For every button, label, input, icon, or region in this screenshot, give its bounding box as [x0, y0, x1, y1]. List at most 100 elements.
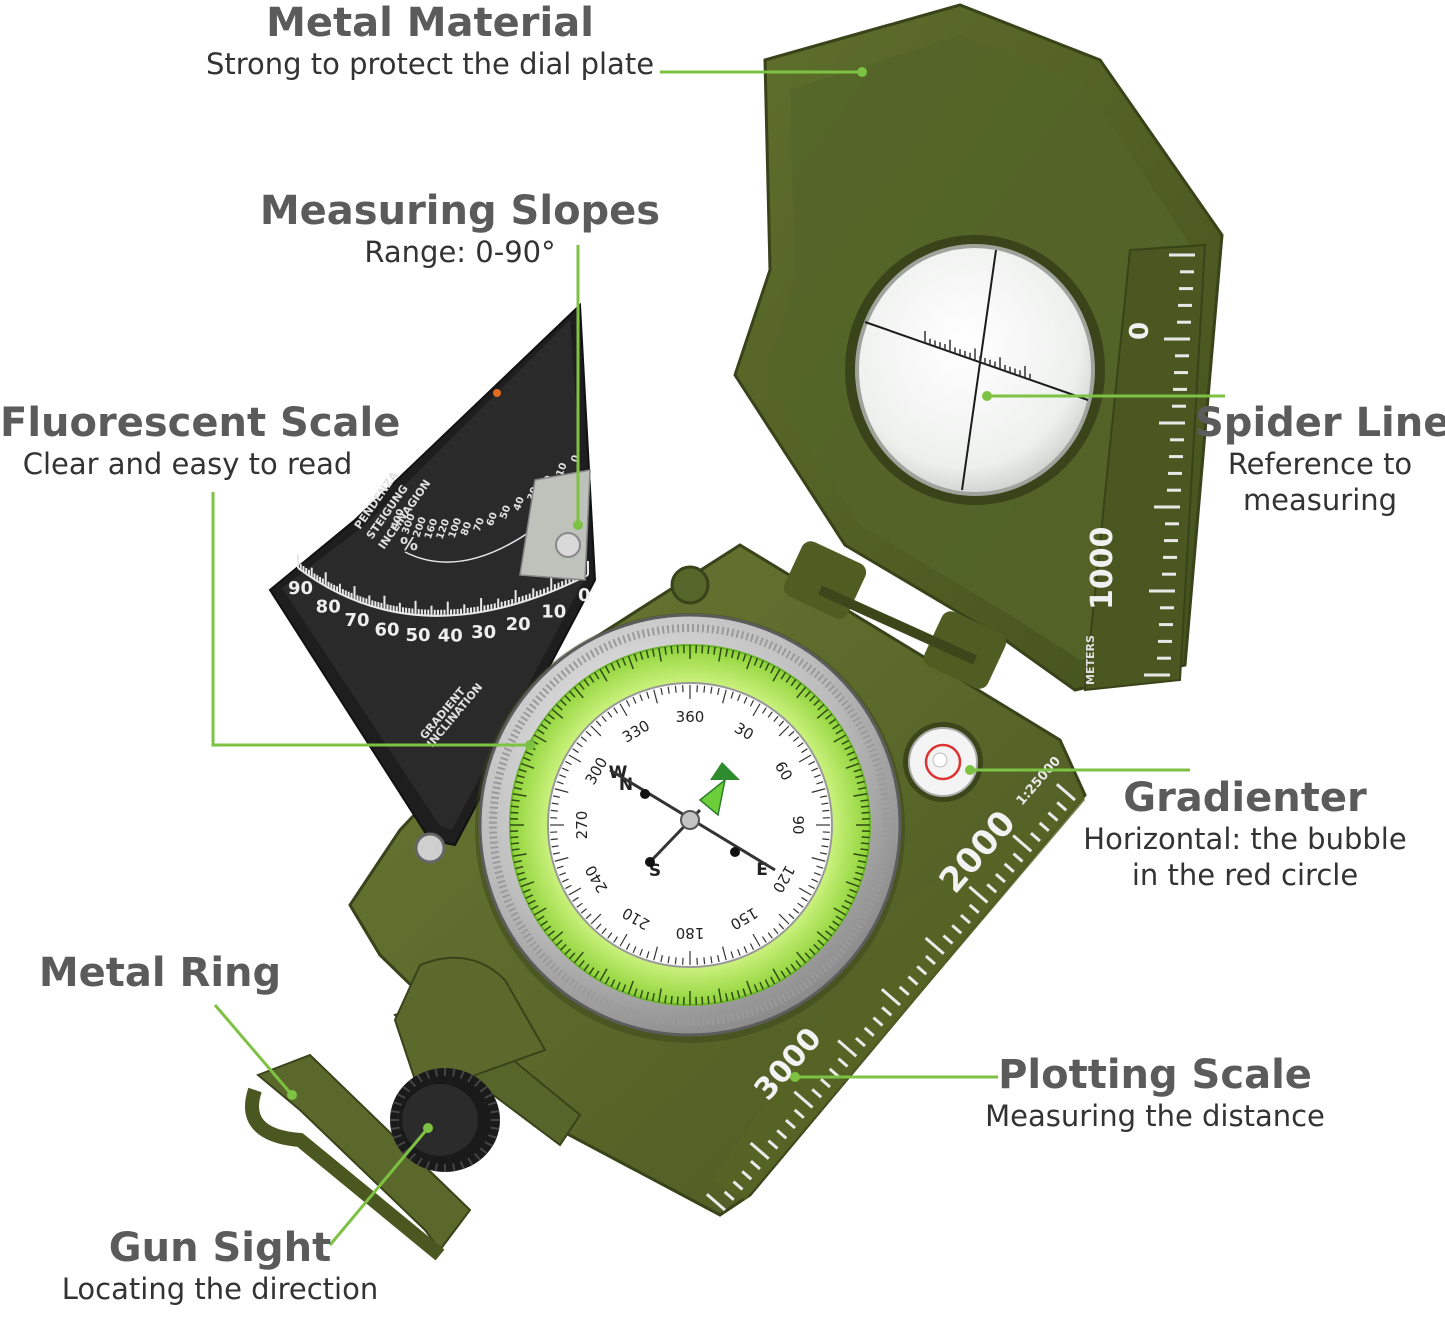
knurl-ridge: [459, 1070, 465, 1080]
callout-description: Range: 0-90°: [364, 235, 556, 269]
fluorescent-ring-tick: [536, 728, 545, 735]
fluorescent-ring-tick: [796, 951, 807, 964]
dial-face-tick: [568, 754, 582, 763]
fluorescent-ring-tick: [785, 675, 792, 683]
fluorescent-ring-tick: [547, 713, 555, 720]
clinometer-number: 60: [374, 620, 399, 641]
dial-face-tick: [619, 703, 628, 717]
dial-face-tick: [561, 767, 569, 772]
callout-title: Measuring Slopes: [259, 188, 661, 234]
fluorescent-ring-tick: [772, 968, 781, 982]
compass-lid: 0 1000 METERS: [733, 3, 1224, 692]
fluorescent-ring-tick: [861, 811, 870, 814]
dial-face-tick: [550, 809, 558, 812]
callout-description-line2: measuring: [1242, 483, 1398, 517]
dial-face-tick: [811, 767, 819, 772]
dial-face-tick: [792, 908, 800, 914]
dial-face-tick: [595, 720, 602, 727]
plotting-scale-tick: [784, 1118, 796, 1130]
fluorescent-ring-tick: [856, 780, 865, 785]
fluorescent-ring-tick: [855, 871, 864, 876]
dial-face-tick: [580, 736, 588, 742]
fluorescent-ring-tick: [759, 981, 764, 990]
plotting-scale-tick: [924, 954, 936, 966]
plotting-scale-tick: [1047, 811, 1059, 822]
fluorescent-ring-tick: [588, 967, 595, 975]
knurl-ridge: [487, 1101, 497, 1106]
plotting-scale-tick: [907, 975, 919, 986]
fluorescent-ring-tick: [645, 991, 650, 1000]
dial-face-tick: [601, 715, 607, 723]
knurl-ridge: [408, 1079, 417, 1087]
fluorescent-ring-tick: [841, 739, 850, 745]
dial-face-tick: [703, 957, 706, 965]
knurl-ridge: [473, 1153, 482, 1161]
fluorescent-ring-tick: [713, 646, 716, 655]
knurl-ridge: [402, 1085, 411, 1093]
knurl-ridge: [479, 1147, 488, 1155]
plotting-scale-tick: [1003, 862, 1015, 873]
fluorescent-ring-tick: [564, 948, 572, 956]
fluorescent-ring-tick: [559, 699, 567, 707]
fluorescent-ring-tick: [588, 675, 595, 683]
dial-face-number: 270: [573, 811, 591, 840]
fluorescent-ring-tick: [753, 984, 759, 993]
fluorescent-ring-tick: [860, 805, 870, 808]
fluorescent-ring-tick: [516, 774, 525, 779]
dial-face-tick: [821, 802, 829, 805]
fluorescent-ring-tick: [856, 865, 865, 870]
dial-face-number: 360: [676, 708, 705, 726]
sighting-arm: [245, 956, 582, 1261]
fluorescent-ring-tick: [645, 650, 650, 659]
callout-gradienter: Gradienter Horizontal: the bubble in the…: [1065, 775, 1425, 893]
dial-letter: N: [619, 775, 633, 795]
dial-face-tick: [710, 686, 713, 694]
callout-title: Gradienter: [1123, 775, 1367, 821]
fluorescent-ring-tick: [664, 646, 667, 655]
fluorescent-ring-tick: [512, 853, 527, 857]
fluorescent-ring-tick: [817, 703, 825, 711]
callout-title: Fluorescent Scale: [0, 400, 401, 446]
fluorescent-ring-tick: [610, 662, 616, 671]
knurl-ridge: [484, 1093, 494, 1099]
clinometer-number: 0: [578, 585, 591, 606]
knurl-ridge: [425, 1160, 431, 1170]
plotting-scale-tick: [916, 965, 928, 976]
plotting-scale-tick: [951, 924, 963, 935]
fluorescent-ring-tick: [515, 780, 524, 785]
dial-face-tick: [717, 687, 720, 696]
leader-dots: [423, 67, 992, 1133]
dial-face-tick: [778, 720, 785, 727]
callout-description: Strong to protect the dial plate: [205, 47, 655, 81]
fluorescent-ring-tick: [533, 734, 547, 743]
callout-title: Metal Material: [266, 0, 594, 46]
plotting-scale-tick: [837, 1057, 849, 1068]
fluorescent-ring-tick: [796, 686, 807, 699]
dial-face-tick: [813, 872, 821, 876]
dial-face-tick: [778, 725, 790, 737]
fluorescent-ring-tick: [795, 682, 802, 690]
fluorescent-ring-tick: [633, 988, 638, 997]
clinometer-inner-number: 60: [485, 511, 500, 528]
fluorescent-ring-tick: [633, 653, 638, 662]
plotting-scale-tick: [749, 1159, 761, 1171]
callout-description-line1: Horizontal: the bubble: [1083, 822, 1407, 856]
plotting-scale-tick: [705, 1193, 726, 1212]
clinometer-pivot-screw: [414, 832, 446, 864]
fluorescent-ring-tick: [627, 655, 634, 670]
fluorescent-ring-tick: [639, 651, 644, 660]
fluorescent-ring-tick: [790, 963, 797, 972]
dial-face-tick: [590, 725, 602, 737]
fluorescent-ring-tick: [860, 848, 869, 851]
fluorescent-ring-tick: [515, 865, 524, 870]
gradienter-bubble-level: [903, 722, 983, 802]
dial-face-tick: [730, 951, 734, 959]
fluorescent-ring-tick: [513, 786, 522, 790]
fluorescent-ring-tick: [522, 888, 531, 894]
fluorescent-ring-tick: [832, 723, 840, 730]
fluorescent-ring-tick: [736, 651, 741, 660]
dial-face-tick: [556, 781, 564, 785]
knurl-ridge: [396, 1093, 406, 1099]
clinometer-inner-number: 0: [569, 454, 582, 464]
dial-face-tick: [619, 933, 628, 947]
